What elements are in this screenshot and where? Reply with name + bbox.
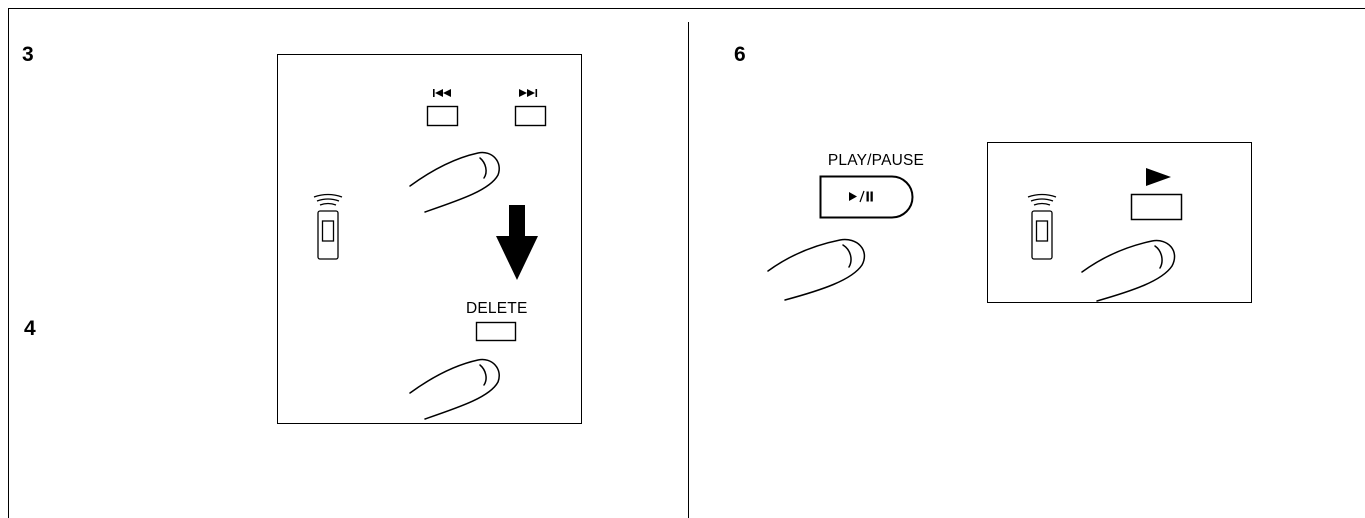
finger-icon — [1081, 239, 1176, 302]
play-pause-icon — [849, 190, 873, 203]
delete-button[interactable] — [475, 321, 517, 342]
remote-control-icon — [313, 193, 343, 260]
step-number-4: 4 — [24, 317, 36, 340]
skip-forward-button[interactable] — [514, 105, 547, 127]
delete-label: DELETE — [466, 300, 528, 317]
remote-control-icon — [1027, 193, 1057, 260]
finger-icon — [409, 358, 500, 420]
skip-forward-icon — [519, 89, 538, 97]
finger-icon — [409, 151, 500, 213]
skip-back-button[interactable] — [426, 105, 459, 127]
step-number-6: 6 — [734, 43, 746, 66]
down-arrow-icon — [496, 205, 538, 280]
left-border — [8, 8, 9, 518]
play-button[interactable] — [1130, 193, 1183, 221]
top-border — [8, 8, 1365, 9]
play-pause-label: PLAY/PAUSE — [827, 152, 925, 169]
skip-back-icon — [433, 89, 451, 97]
finger-icon — [767, 238, 866, 301]
play-icon — [1146, 168, 1171, 186]
panel-divider — [688, 22, 689, 518]
remote-illustration-frame — [987, 142, 1252, 303]
step-number-3: 3 — [22, 43, 34, 66]
